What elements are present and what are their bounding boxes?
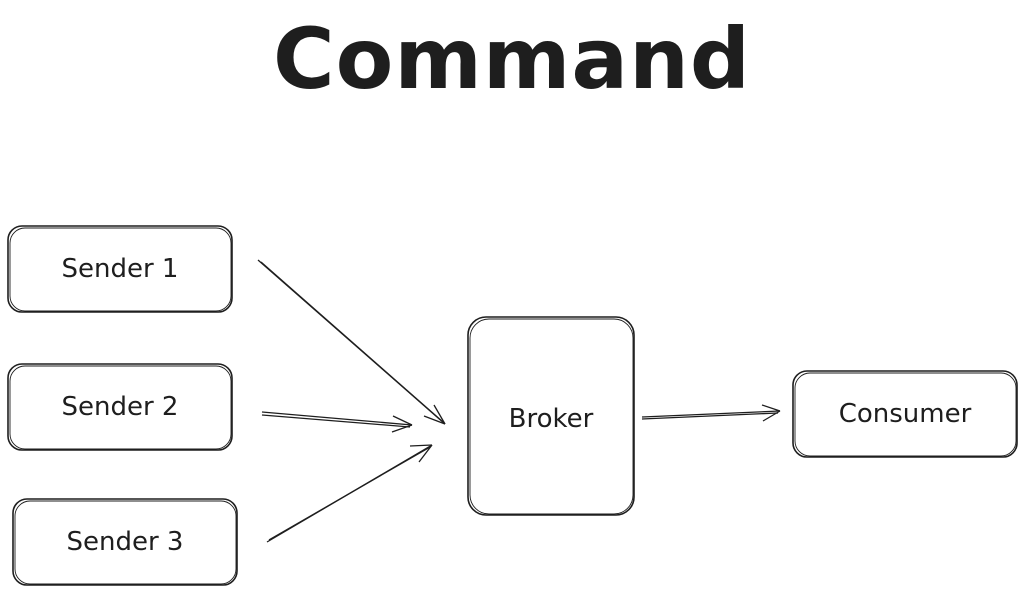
arrow-sender-2-to-broker [261,411,413,433]
node-consumer-label: Consumer [839,399,972,429]
node-broker-label: Broker [509,404,594,434]
node-consumer: Consumer [792,370,1018,458]
arrow-sender-1-to-broker [257,259,446,425]
node-sender-2-label: Sender 2 [62,392,179,422]
diagram-title: Command [272,10,752,108]
node-broker: Broker [467,316,635,516]
node-sender-2: Sender 2 [7,363,233,451]
node-sender-3-label: Sender 3 [67,527,184,557]
arrow-sender-3-to-broker [266,444,433,543]
arrow-broker-to-consumer [641,404,781,422]
node-sender-1-label: Sender 1 [62,254,179,284]
node-sender-1: Sender 1 [7,225,233,313]
node-sender-3: Sender 3 [12,498,238,586]
